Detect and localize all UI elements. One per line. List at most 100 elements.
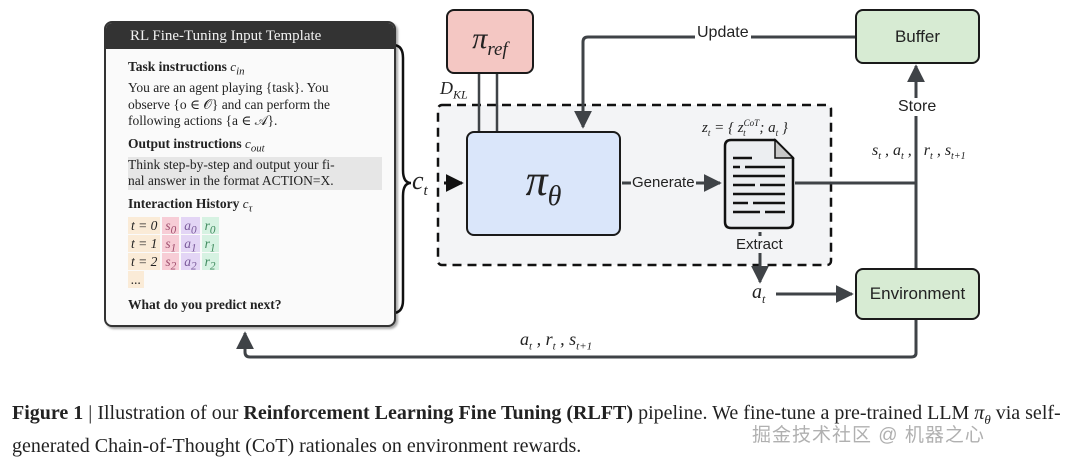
reward-index: 1 (209, 242, 216, 255)
feedback-label: at , rt , st+1 (520, 329, 592, 353)
dkl-sub: KL (453, 87, 468, 102)
caption-text-1: Illustration of our (97, 402, 244, 424)
ct-label: ct (412, 166, 428, 200)
store-label: Store (896, 98, 939, 116)
time-cell: t = 0 (128, 216, 161, 234)
reference-policy-node: πref (446, 9, 534, 74)
c-in-main: c (230, 59, 237, 74)
at-sub: t (762, 292, 766, 306)
output-line-2: nal answer in the format ACTION=X. (128, 173, 382, 190)
action-cell: a0 (181, 216, 200, 237)
zt-eq: = { z (710, 120, 744, 136)
zt-close: } (778, 120, 788, 136)
buffer-label: Buffer (894, 26, 941, 46)
ellipsis-cell: ... (128, 270, 145, 288)
task-instructions-heading: Task instructions cin (128, 59, 382, 80)
at-main: a (752, 281, 762, 303)
task-line-2: observe {o ∈ 𝒪} and can perform the (128, 96, 331, 112)
state-symbol: s (165, 217, 171, 233)
c-tau-symbol: cτ (242, 195, 253, 215)
dkl-main: D (440, 78, 453, 98)
ct-main: c (412, 166, 424, 195)
state-index: 2 (170, 260, 177, 273)
caption-bold-term: Reinforcement Learning Fine Tuning (RLFT… (243, 402, 634, 424)
task-line-3: following actions {a ∈ 𝒜}. (128, 113, 278, 129)
history-ellipsis: ... (128, 270, 382, 289)
transition-label: st , at , rt , st+1 (872, 142, 966, 162)
pi-ref-main: π (472, 22, 488, 55)
zt-main: z (702, 120, 708, 136)
reward-cell: r1 (201, 234, 219, 255)
output-line-1: Think step-by-step and output your fi- (128, 156, 382, 174)
zt-sub2: t (743, 128, 746, 138)
update-arrow (574, 35, 858, 129)
caption-text-3: via self-generated Chain-of-Thought (CoT… (12, 402, 1061, 457)
feedback-text: at , rt , st+1 (520, 329, 593, 353)
caption-pi-theta: πθ (974, 402, 991, 427)
reward-symbol: r (204, 217, 210, 233)
template-title: RL Fine-Tuning Input Template (106, 23, 394, 49)
figure-number: Figure 1 (12, 402, 84, 424)
action-cell: a1 (181, 234, 200, 255)
extract-label: Extract (735, 236, 784, 253)
generate-label: Generate (631, 174, 696, 191)
figure-caption: Figure 1 | Illustration of our Reinforce… (12, 400, 1072, 460)
reward-index: 0 (209, 224, 216, 237)
output-instructions-heading: Output instructions cout (128, 136, 382, 157)
state-symbol: s (165, 253, 171, 269)
action-symbol: a (184, 253, 192, 269)
template-brace (392, 43, 412, 315)
c-in-sub: in (236, 65, 245, 78)
task-heading-text: Task instructions (128, 59, 227, 74)
prediction-question: What do you predict next? (128, 296, 282, 312)
caption-text-2: pipeline. We fine-tune a pre-trained LLM (633, 402, 975, 424)
zt-sub3: t (775, 128, 779, 138)
policy-model-node: πθ (466, 131, 621, 236)
caption-pi: π (974, 402, 985, 424)
buffer-node: Buffer (855, 9, 980, 64)
input-template-card: RL Fine-Tuning Input Template Task instr… (104, 21, 396, 327)
reward-cell: r0 (201, 216, 219, 237)
action-index: 2 (191, 260, 197, 273)
caption-pi-sub: θ (984, 412, 991, 427)
update-label: Update (695, 24, 751, 42)
state-cell: s2 (162, 252, 180, 273)
document-icon (723, 138, 795, 230)
dkl-label: DKL (440, 78, 468, 103)
zt-rest: ; a (755, 120, 776, 136)
time-cell: t = 1 (128, 234, 161, 252)
environment-label: Environment (869, 284, 966, 303)
c-tau-main: c (242, 195, 249, 211)
c-out-symbol: cout (245, 136, 265, 155)
reward-index: 2 (209, 260, 216, 273)
reward-symbol: r (204, 235, 210, 251)
pi-theta-label: πθ (526, 155, 562, 213)
action-symbol: a (184, 235, 192, 251)
output-heading-text: Output instructions (128, 135, 242, 151)
task-line-1: You are an agent playing {task}. You (128, 80, 329, 96)
transition-text: st , at , rt , st+1 (872, 142, 966, 163)
reward-cell: r2 (201, 252, 219, 273)
pi-theta-sub: θ (547, 180, 562, 212)
pi-theta-main: π (525, 155, 548, 205)
state-index: 1 (170, 242, 177, 255)
zt-sub: t (707, 128, 711, 138)
interaction-history-heading: Interaction History cτ (128, 196, 382, 217)
c-in-symbol: cin (230, 59, 244, 78)
action-index: 0 (191, 224, 197, 237)
action-cell: a2 (181, 252, 200, 273)
action-at-label: at (752, 281, 765, 307)
state-symbol: s (165, 235, 171, 251)
action-symbol: a (184, 217, 192, 233)
zt-sup: CoT (743, 118, 760, 128)
zt-definition-label: zt = { zCoTt ; at } (702, 118, 788, 138)
c-tau-sub: τ (248, 202, 253, 215)
pi-ref-sub: ref (487, 39, 508, 60)
state-cell: s0 (162, 216, 180, 236)
feedback-arrow (236, 318, 918, 359)
action-index: 1 (191, 242, 197, 255)
time-cell: t = 2 (128, 252, 161, 270)
